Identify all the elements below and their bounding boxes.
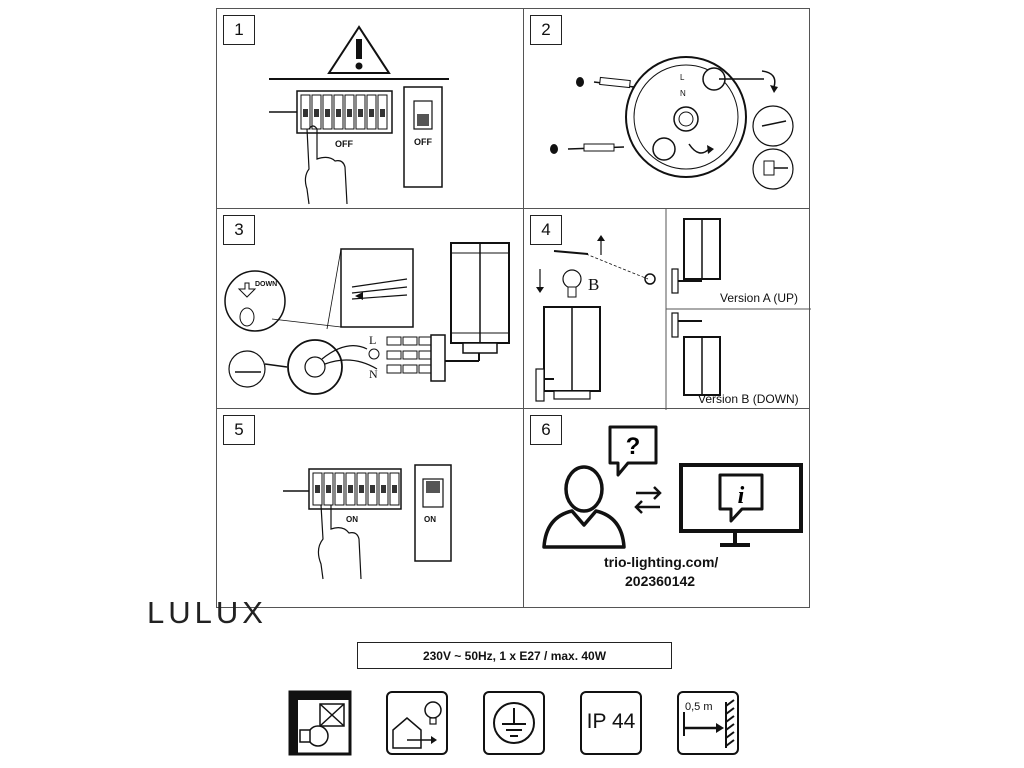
warning-icon (269, 25, 449, 205)
wire-n-label: N (369, 367, 378, 381)
svg-text:?: ? (626, 433, 641, 460)
step-number: 6 (530, 415, 562, 445)
wiring-drawing (224, 242, 510, 395)
step-2-panel: 2 L N (523, 8, 810, 209)
no-insulation-icon (288, 690, 352, 756)
step-1-panel: 1 OFF OFF (216, 8, 524, 209)
version-b-label: Version B (DOWN) (698, 392, 799, 406)
min-distance-icon: 0,5 m (676, 690, 740, 756)
svg-text:i: i (738, 483, 745, 509)
step-3-panel: 3 DOWN L N (216, 208, 524, 409)
min-distance-text: 0,5 m (685, 701, 713, 713)
bulb-letter-label: B (588, 275, 600, 294)
support-info-drawing: ? i (542, 425, 803, 549)
step-6-panel: 6 ? i trio-lighting.com/ 202360142 (523, 408, 810, 608)
url-line-2: 202360142 (625, 573, 696, 589)
breaker-on-label: ON (346, 515, 358, 524)
step-number: 5 (223, 415, 255, 445)
url-line-1: trio-lighting.com/ (604, 554, 719, 570)
down-label: DOWN (255, 281, 278, 288)
step-number: 3 (223, 215, 255, 245)
wire-l-label: L (369, 333, 377, 347)
spec-label: 230V ~ 50Hz, 1 x E27 / max. 40W (357, 642, 672, 669)
step-5-panel: 5 ON ON (216, 408, 524, 608)
breaker-off-label: OFF (335, 139, 353, 149)
lamp-assembly-drawing (535, 209, 811, 410)
step-number: 1 (223, 15, 255, 45)
mounting-base-drawing (550, 56, 794, 190)
step-4-panel: 4 B Version A (UP) Version B (DOWN) (523, 208, 811, 410)
switch-on-drawing (283, 464, 452, 580)
step-number: 4 (530, 215, 562, 245)
terminal-n-label: N (680, 89, 686, 98)
protective-earth-icon (482, 690, 546, 756)
switch-off-label: OFF (414, 137, 432, 147)
brand-logo: LULUX (147, 595, 267, 630)
version-a-label: Version A (UP) (720, 291, 799, 305)
step-number: 2 (530, 15, 562, 45)
terminal-l-label: L (680, 73, 685, 82)
ip-rating-icon: IP 44 (579, 690, 643, 756)
ip-rating-text: IP 44 (586, 710, 636, 733)
switch-on-label: ON (424, 515, 436, 524)
outdoor-light-icon (385, 690, 449, 756)
